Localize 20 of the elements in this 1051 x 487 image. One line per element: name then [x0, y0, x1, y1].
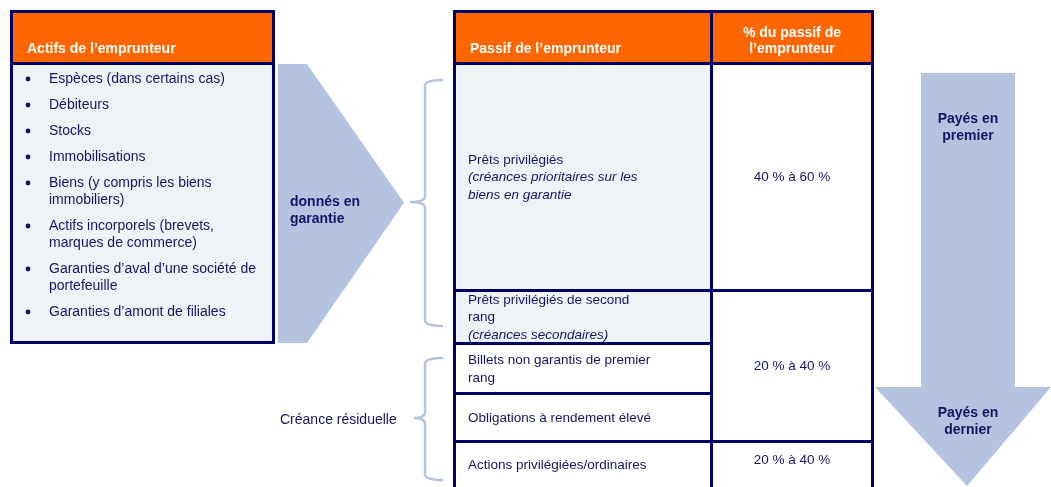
table-cell: Prêts privilégiés de second rang (créances secondaires) — [453, 289, 713, 345]
table-header-cell: Passif de l’emprunteur — [453, 10, 713, 65]
list-item: Biens (y compris les biens immobiliers) — [49, 174, 213, 208]
list-item: Stocks — [49, 122, 92, 139]
arrow-label: donnés en garantie — [290, 193, 361, 227]
table-cell — [10, 62, 275, 344]
down-arrow — [875, 73, 1051, 486]
list-item: Garanties d’amont de filiales — [49, 303, 227, 320]
list-item: Espèces (dans certains cas) — [49, 70, 226, 87]
arrow-label: Payés en premier — [936, 110, 1000, 144]
arrow-label: Payés en dernier — [936, 404, 1000, 438]
list-item: Immobilisations — [49, 148, 147, 165]
list-item: Débiteurs — [49, 96, 110, 113]
table-cell: Prêts privilégiés (créances prioritaires sur les biens en garantie — [453, 62, 713, 292]
table-header-cell: % du passif de l’emprunteur — [710, 10, 874, 65]
table-header-cell: Actifs de l’emprunteur — [10, 10, 275, 65]
brace-label: Créance résiduelle — [280, 411, 397, 427]
list-item: Garanties d’aval d’une société de portefeuille — [49, 260, 258, 294]
chevron-arrow — [278, 64, 404, 343]
list-item: Actifs incorporels (brevets, marques de commerce) — [49, 217, 215, 251]
